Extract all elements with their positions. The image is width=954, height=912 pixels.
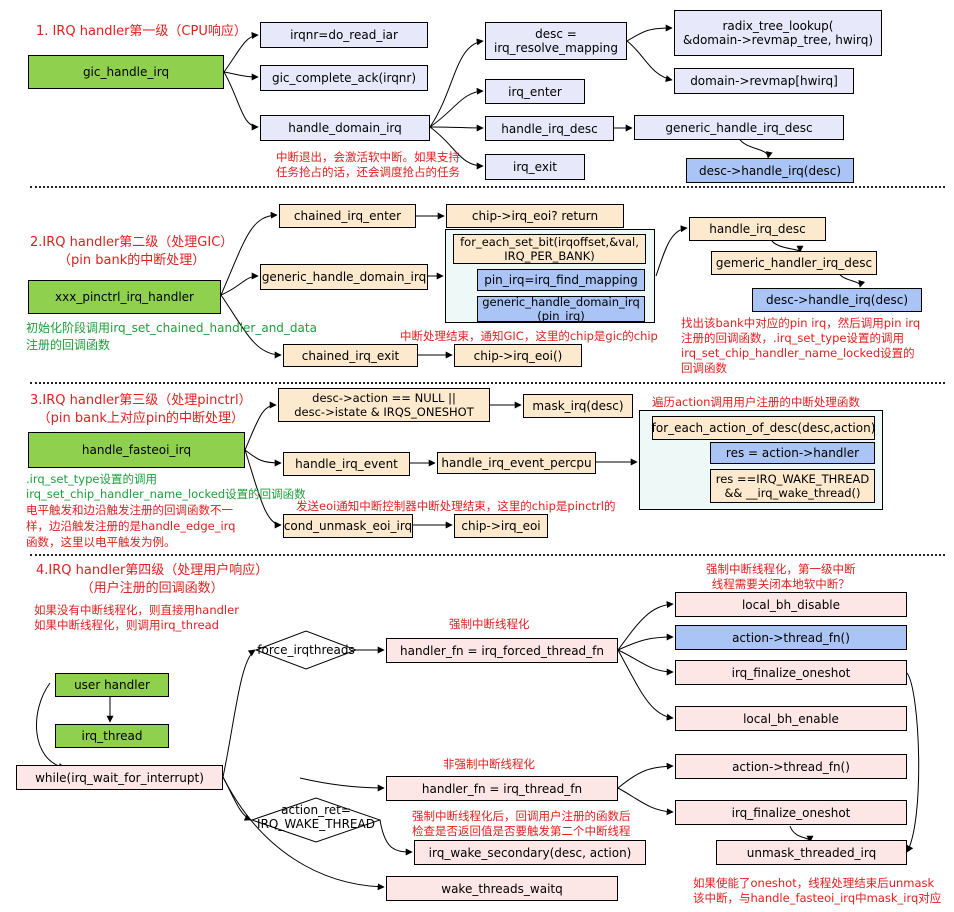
forced-note: 强制中断线程化	[449, 617, 530, 631]
action-ret-decision	[251, 797, 381, 843]
chip-irq-eoi-1-node: chip->irq_eoi()	[454, 344, 582, 367]
irq-enter-node: irq_enter	[485, 79, 585, 104]
generic-handle-domain-irq-node: generic_handle_domain_irq	[260, 264, 428, 290]
pin-irq-find-mapping-node: pin_irq=irq_find_mapping	[477, 269, 645, 291]
edge-level-note: 电平触发和边沿触发注册的回调函数不一 样，边沿触发注册的是handle_edge…	[26, 503, 236, 549]
unmask-threaded-irq-node: unmask_threaded_irq	[716, 840, 907, 865]
irq-forced-thread-fn-node: handler_fn = irq_forced_thread_fn	[386, 638, 618, 663]
chained-irq-enter-node: chained_irq_enter	[279, 204, 416, 228]
mask-irq-node: mask_irq(desc)	[523, 394, 633, 418]
handle-irq-event-node: handle_irq_event	[283, 452, 410, 476]
handle-irq-desc-1-node: handle_irq_desc	[485, 116, 614, 141]
handle-irq-event-percpu-node: handle_irq_event_percpu	[437, 452, 596, 474]
user-handler-node: user handler	[55, 673, 169, 697]
chip-irq-eoi-return-node: chip->irq_eoi? return	[446, 204, 624, 228]
generic-handle-irq-desc-node: generic_handle_irq_desc	[634, 115, 844, 140]
gic-complete-ack-node: gic_complete_ack(irqnr)	[260, 65, 428, 91]
section-separator	[30, 186, 945, 188]
force-irqthreads-label: force_irqthreads	[257, 643, 355, 657]
do-read-iar-node: irqnr=do_read_iar	[260, 22, 428, 48]
desc-handle-irq-1-node: desc->handle_irq(desc)	[686, 158, 854, 183]
section-4-title: 4.IRQ handler第四级（处理用户响应） （用户注册的回调函数）	[36, 563, 269, 596]
section-1-title: 1. IRQ handler第一级（CPU响应）	[36, 24, 247, 39]
irq-finalize-oneshot-1-node: irq_finalize_oneshot	[675, 660, 907, 685]
set-type-note: .irq_set_type设置的调用 irq_set_chip_handler_…	[26, 472, 306, 501]
wake-threads-waitq-node: wake_threads_waitq	[386, 876, 618, 901]
nonforced-note: 非强制中断线程化	[443, 757, 535, 771]
revmap-node: domain->revmap[hwirq]	[674, 68, 854, 94]
local-bh-enable-node: local_bh_enable	[675, 706, 907, 731]
generic-handle-domain-irq-pin-node: generic_handle_domain_irq (pin_irq)	[477, 295, 645, 323]
oneshot-note: 如果使能了oneshot，线程处理结束后unmask 该中断，与handle_f…	[693, 876, 942, 905]
gemeric-handler-irq-desc-node: gemeric_handler_irq_desc	[711, 251, 877, 275]
pin-note: 找出该bank中对应的pin irq，然后调用pin irq 注册的回调函数，.…	[681, 316, 921, 375]
irq-thread-node: irq_thread	[55, 724, 169, 748]
eoi-gic-note: 中断处理结束，通知GIC，这里的chip是gic的chip	[400, 329, 658, 343]
handle-irq-desc-2-node: handle_irq_desc	[689, 217, 826, 241]
force-irqthreads-decision	[255, 630, 357, 670]
res-irq-wake-thread-node: res ==IRQ_WAKE_THREAD && __irq_wake_thre…	[710, 469, 875, 503]
section-separator	[30, 382, 945, 384]
action-ret-label: action_ret= IRQ_WAKE_THREAD	[257, 803, 375, 831]
handle-fasteoi-irq-node: handle_fasteoi_irq	[28, 432, 245, 468]
thread-choice-note: 如果没有中断线程化，则直接用handler 如果中断线程化，则调用irq_thr…	[34, 603, 239, 632]
irq-thread-fn-node: handler_fn = irq_thread_fn	[386, 776, 618, 801]
section-separator	[30, 554, 945, 556]
xxx-pinctrl-irq-handler-node: xxx_pinctrl_irq_handler	[28, 280, 221, 314]
secondary-note: 强制中断线程化后，回调用户注册的函数后 检查是否返回值是否要触发第二个中断线程	[412, 809, 631, 838]
irq-exit-note: 中断退出，会激活软中断。如果支持 任务抢占的话，还会调度抢占的任务	[276, 150, 460, 179]
eoi-pinctrl-note: 发送eoi通知中断控制器中断处理结束，这里的chip是pinctrl的	[296, 499, 616, 513]
bh-question-note: 强制中断线程化，第一级中断 线程需要关闭本地软中断？	[706, 562, 856, 591]
irq-finalize-oneshot-2-node: irq_finalize_oneshot	[675, 800, 907, 825]
desc-handle-irq-2-node: desc->handle_irq(desc)	[752, 288, 922, 312]
thread-fn-1-node: action->thread_fn()	[675, 625, 907, 650]
chip-irq-eoi-2-node: chip->irq_eoi	[454, 514, 548, 538]
chained-irq-exit-node: chained_irq_exit	[283, 344, 418, 367]
while-irq-wait-node: while(irq_wait_for_interrupt)	[16, 765, 223, 790]
section-3-title: 3.IRQ handler第三级（处理pinctrl） （pin bank上对应…	[30, 393, 252, 426]
traverse-note: 遍历action调用用户注册的中断处理函数	[652, 395, 860, 409]
gic-handle-irq-node: gic_handle_irq	[28, 55, 224, 89]
irq-exit-node: irq_exit	[485, 154, 585, 180]
for-each-set-bit-node: for_each_set_bit(irqoffset,&val, IRQ_PER…	[453, 234, 646, 264]
irq-wake-secondary-node: irq_wake_secondary(desc, action)	[414, 840, 646, 865]
radix-tree-lookup-node: radix_tree_lookup( &domain->revmap_tree,…	[674, 10, 882, 56]
thread-fn-2-node: action->thread_fn()	[675, 754, 907, 779]
res-action-handler-node: res = action->handler	[710, 442, 875, 464]
handle-domain-irq-node: handle_domain_irq	[260, 115, 430, 141]
local-bh-disable-node: local_bh_disable	[675, 592, 907, 617]
irq-resolve-mapping-node: desc = irq_resolve_mapping	[485, 22, 627, 60]
section-2-title: 2.IRQ handler第二级（处理GIC） （pin bank的中断处理）	[30, 235, 234, 268]
cond-unmask-eoi-irq-node: cond_unmask_eoi_irq	[283, 514, 413, 538]
init-note: 初始化阶段调用irq_set_chained_handler_and_data …	[26, 321, 317, 352]
for-each-action-of-desc-node: for_each_action_of_desc(desc,action)	[652, 416, 875, 440]
desc-action-null-node: desc->action == NULL || desc->istate & I…	[278, 388, 490, 422]
